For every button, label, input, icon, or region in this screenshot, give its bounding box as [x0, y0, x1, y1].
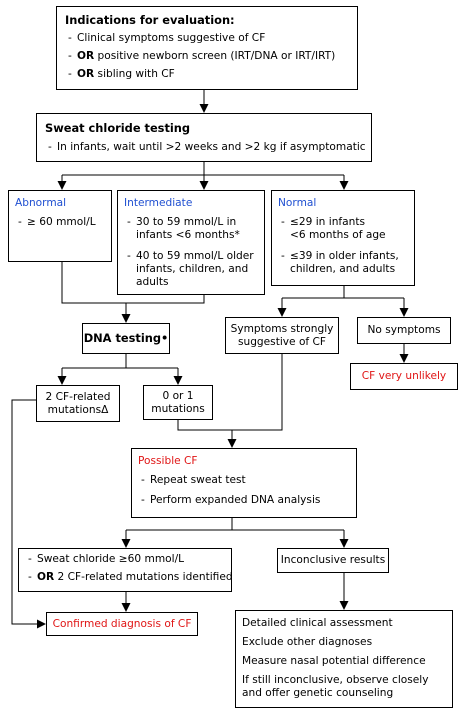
intermediate-item: 40 to 59 mmol/L older [124, 250, 258, 263]
intermediate-title: Intermediate [124, 197, 193, 209]
arrow-merge-to-dna [61, 262, 205, 322]
criteria-item: Sweat chloride ≥60 mmol/L [25, 553, 225, 566]
inconclusive-box: Inconclusive results [277, 548, 389, 573]
possible-cf-step: Perform expanded DNA analysis [138, 494, 350, 507]
intermediate-item: 30 to 59 mmol/L in [124, 216, 258, 229]
indications-item: OR sibling with CF [65, 68, 349, 81]
workup-item-cont: and offer genetic counseling [242, 687, 394, 699]
symptoms-suggestive-line: suggestive of CF [237, 336, 327, 348]
possible-cf-step: Repeat sweat test [138, 474, 350, 487]
cf-unlikely-label: CF very unlikely [361, 370, 447, 382]
two-mutations-line: 2 CF-related [45, 391, 111, 403]
arrow-dna-split [61, 354, 179, 380]
no-symptoms-box: No symptoms [357, 317, 451, 344]
sweat-test-box: Sweat chloride testing In infants, wait … [36, 113, 372, 162]
sweat-test-note: In infants, wait until >2 weeks and >2 k… [45, 141, 366, 154]
inconclusive-label: Inconclusive results [280, 554, 386, 566]
abnormal-range: ≥ 60 mmol/L [15, 216, 105, 229]
dna-testing-box: DNA testing• [82, 323, 170, 354]
zero-one-mutations-box: 0 or 1 mutations [143, 385, 213, 420]
intermediate-box: Intermediate 30 to 59 mmol/L in infants … [117, 190, 265, 295]
two-mutations-box: 2 CF-related mutationsΔ [36, 385, 120, 422]
two-mutations-line: mutationsΔ [47, 404, 109, 416]
criteria-item: OR 2 CF-related mutations identified [25, 571, 233, 584]
cf-unlikely-box: CF very unlikely [350, 363, 458, 390]
arrow-sweat-split [61, 162, 345, 186]
workup-item: Exclude other diagnoses [242, 636, 373, 648]
intermediate-item-cont: adults [136, 276, 169, 288]
arrow-merge-possible [177, 354, 283, 431]
confirmation-criteria-box: Sweat chloride ≥60 mmol/L OR 2 CF-relate… [18, 548, 233, 592]
zero-one-line: 0 or 1 [162, 390, 194, 402]
normal-title: Normal [278, 197, 317, 209]
workup-item: Detailed clinical assessment [242, 617, 393, 629]
no-symptoms-label: No symptoms [367, 324, 441, 336]
indications-title: Indications for evaluation: [65, 13, 235, 27]
abnormal-box: Abnormal ≥ 60 mmol/L [8, 190, 112, 262]
workup-item: If still inconclusive, observe closely [242, 674, 429, 686]
normal-item-cont: children, and adults [290, 263, 396, 275]
possible-cf-box: Possible CF Repeat sweat test Perform ex… [131, 448, 357, 518]
normal-item: ≤29 in infants [278, 216, 408, 229]
abnormal-title: Abnormal [15, 197, 67, 209]
symptoms-suggestive-box: Symptoms strongly suggestive of CF [225, 317, 339, 354]
normal-box: Normal ≤29 in infants <6 months of age ≤… [271, 190, 415, 286]
dna-testing-title: DNA testing• [83, 331, 169, 345]
indications-item: Clinical symptoms suggestive of CF [65, 32, 349, 45]
zero-one-line: mutations [151, 403, 205, 415]
workup-box: Detailed clinical assessment Exclude oth… [235, 610, 453, 708]
sweat-test-title: Sweat chloride testing [45, 121, 191, 135]
arrow-normal-split [281, 286, 405, 312]
intermediate-item-cont: infants <6 months* [136, 229, 240, 241]
symptoms-suggestive-line: Symptoms strongly [230, 323, 334, 335]
arrow-two-mutations-to-confirmed [11, 399, 46, 629]
intermediate-item-cont: infants, children, and [136, 263, 249, 275]
normal-item-cont: <6 months of age [290, 229, 386, 241]
indications-box: Indications for evaluation: Clinical sym… [56, 6, 358, 90]
arrow-possible-split [125, 518, 345, 545]
indications-item: OR positive newborn screen (IRT/DNA or I… [65, 50, 349, 63]
possible-cf-title: Possible CF [138, 455, 198, 467]
workup-item: Measure nasal potential difference [242, 655, 426, 667]
confirmed-label: Confirmed diagnosis of CF [52, 618, 192, 630]
confirmed-box: Confirmed diagnosis of CF [46, 612, 198, 636]
normal-item: ≤39 in older infants, [278, 250, 408, 263]
